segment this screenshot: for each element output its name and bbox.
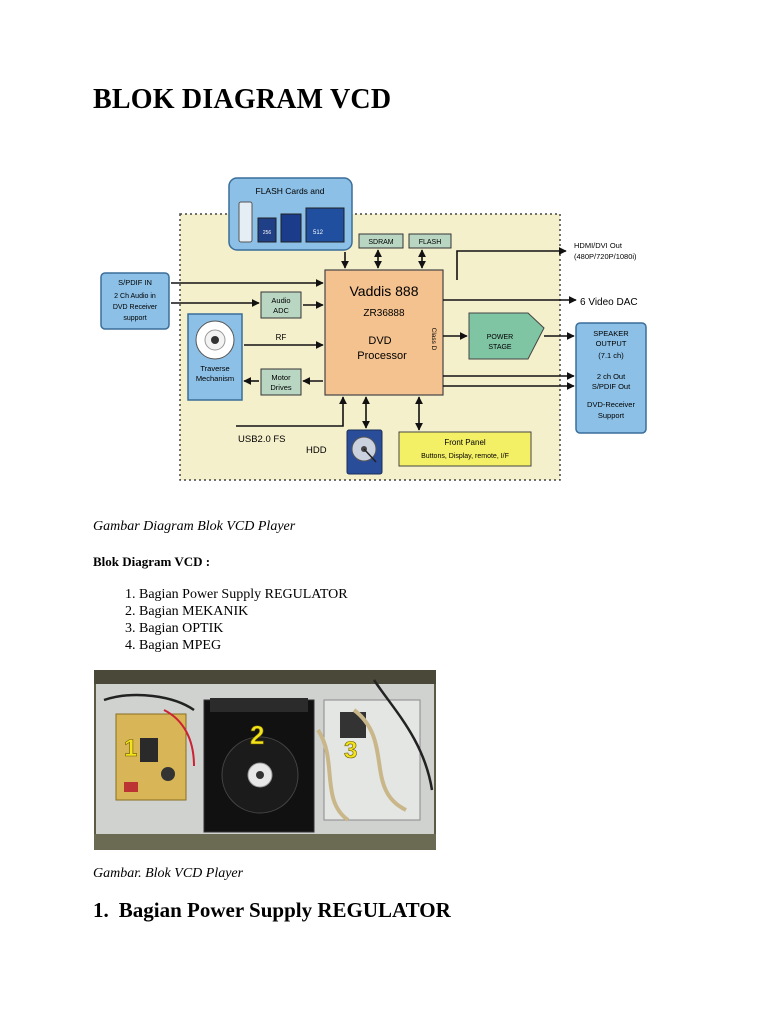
sdram-label: SDRAM xyxy=(368,239,393,246)
usb-label: USB2.0 FS xyxy=(238,434,286,445)
svg-text:2 ch Out: 2 ch Out xyxy=(597,372,626,381)
svg-text:support: support xyxy=(123,315,146,322)
section-heading: 1. Bagian Power Supply REGULATOR xyxy=(93,898,451,923)
audio-adc-box xyxy=(260,291,302,319)
vcd-player-photo: 1 2 3 xyxy=(94,670,436,850)
hdmi-out-label: HDMI/DVI Out xyxy=(574,241,623,250)
diagram-caption: Gambar Diagram Blok VCD Player xyxy=(93,519,296,534)
section-title: Bagian Power Supply REGULATOR xyxy=(118,898,451,922)
class-d-label: Class D xyxy=(430,328,437,351)
section-number: 1. xyxy=(93,898,109,922)
photo-label-1: 1 xyxy=(124,735,137,762)
svg-text:2 Ch Audio in: 2 Ch Audio in xyxy=(114,293,156,300)
svg-text:ZR36888: ZR36888 xyxy=(363,308,405,319)
photo-label-3: 3 xyxy=(344,737,357,764)
hdd-label: HDD xyxy=(306,445,327,456)
svg-text:SPEAKER: SPEAKER xyxy=(593,329,629,338)
svg-text:DVD Receiver: DVD Receiver xyxy=(113,304,158,311)
hard-drive-icon xyxy=(346,429,383,475)
memory-card-icon xyxy=(280,213,302,243)
page-title: BLOK DIAGRAM VCD xyxy=(93,84,392,115)
video-dac-label: 6 Video DAC xyxy=(580,297,638,308)
spdif-in-box xyxy=(100,272,170,330)
flash-cards-box: FLASH Cards and 256 512 xyxy=(228,177,353,251)
motor-drives-box xyxy=(260,368,302,396)
svg-text:DVD: DVD xyxy=(368,335,391,347)
speaker-output-box xyxy=(575,322,647,434)
front-panel-box xyxy=(398,431,532,467)
photo-caption: Gambar. Blok VCD Player xyxy=(93,866,244,881)
hdmi-out-modes: (480P/720P/1080i) xyxy=(574,252,637,261)
svg-text:Mechanism: Mechanism xyxy=(196,374,234,383)
svg-text:Buttons, Display, remote, I/F: Buttons, Display, remote, I/F xyxy=(421,453,509,460)
list-item: Bagian MPEG xyxy=(139,637,348,654)
svg-text:Support: Support xyxy=(598,411,625,420)
svg-text:POWER: POWER xyxy=(487,334,513,341)
card-label-512: 512 xyxy=(313,230,324,236)
svg-text:S/PDIF Out: S/PDIF Out xyxy=(592,382,631,391)
large-card-icon xyxy=(305,207,345,243)
mpeg-board xyxy=(323,699,421,821)
svg-text:Audio: Audio xyxy=(271,296,290,305)
flash-label: FLASH xyxy=(419,239,442,246)
svg-text:Processor: Processor xyxy=(357,350,407,362)
dvd-processor-box xyxy=(324,269,444,396)
svg-text:DVD-Receiver: DVD-Receiver xyxy=(587,400,635,409)
photo-label-2: 2 xyxy=(250,720,264,750)
svg-text:STAGE: STAGE xyxy=(488,344,512,351)
block-diagram: FLASH Cards and 256 512 SDRAM FLASH S/PD… xyxy=(100,177,647,481)
list-item: Bagian MEKANIK xyxy=(139,603,348,620)
svg-text:Vaddis 888: Vaddis 888 xyxy=(349,283,418,299)
svg-text:Drives: Drives xyxy=(270,383,292,392)
disc-icon xyxy=(195,320,235,360)
svg-text:S/PDIF IN: S/PDIF IN xyxy=(118,278,152,287)
usb-stick-icon xyxy=(238,201,253,243)
card-label-256: 256 xyxy=(263,230,272,236)
svg-text:Front Panel: Front Panel xyxy=(444,438,486,447)
parts-list: Bagian Power Supply REGULATOR Bagian MEK… xyxy=(93,586,348,654)
power-stage-box xyxy=(468,312,545,360)
svg-text:(7.1 ch): (7.1 ch) xyxy=(598,351,624,360)
list-item: Bagian Power Supply REGULATOR xyxy=(139,586,348,603)
svg-text:ADC: ADC xyxy=(273,306,289,315)
rf-label: RF xyxy=(276,333,287,342)
list-item: Bagian OPTIK xyxy=(139,620,348,637)
svg-text:OUTPUT: OUTPUT xyxy=(596,339,627,348)
list-heading: Blok Diagram VCD : xyxy=(93,554,211,569)
svg-text:Motor: Motor xyxy=(271,373,291,382)
svg-text:Traverse: Traverse xyxy=(200,364,229,373)
flash-cards-label: FLASH Cards and xyxy=(256,186,325,196)
diagram-connections xyxy=(171,247,577,431)
sd-card-icon xyxy=(257,217,277,243)
